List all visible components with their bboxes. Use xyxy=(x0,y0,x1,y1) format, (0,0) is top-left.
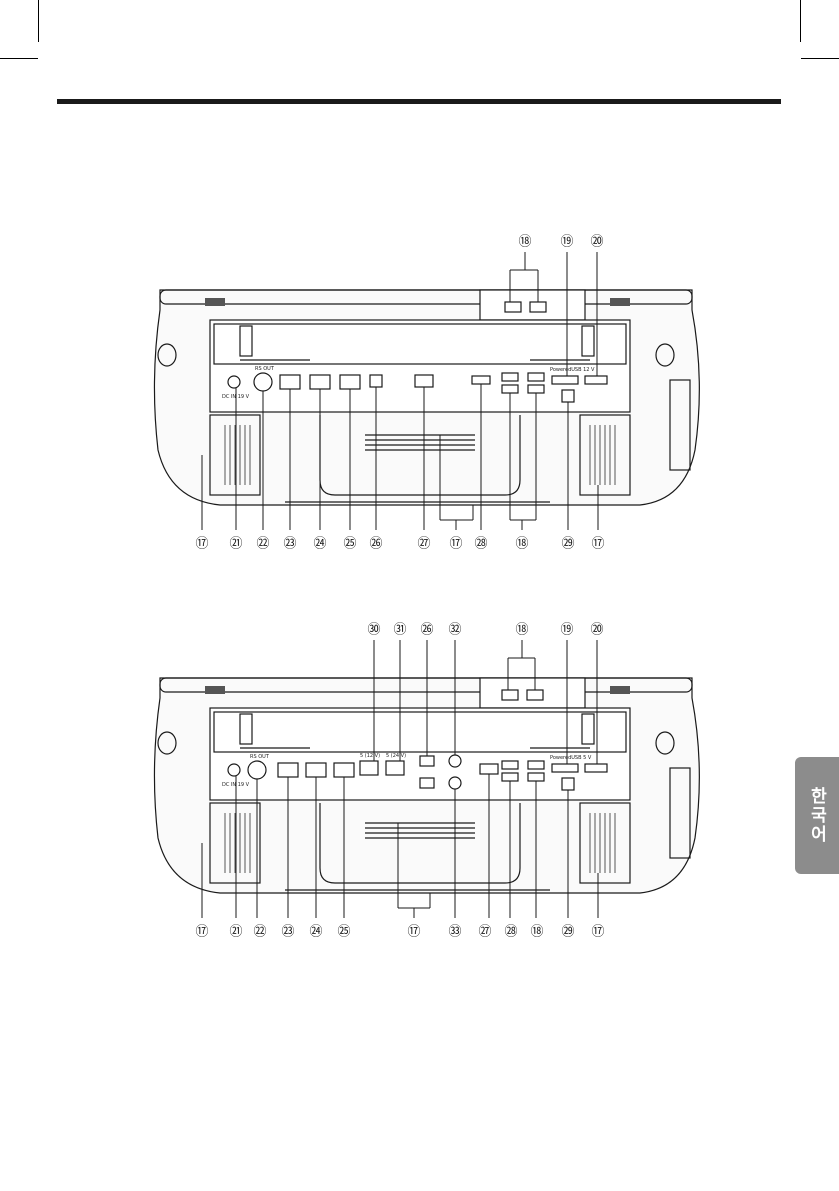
callout-31-bottom-above: ㉛ xyxy=(393,623,406,638)
callout-26-bottom-above: ㉖ xyxy=(420,623,433,638)
rs-out-label-top: RS OUT xyxy=(255,366,275,372)
callout-below-top-2: ㉒ xyxy=(256,537,269,552)
callout-below-top-10: ⑱ xyxy=(515,537,528,552)
callout-below-top-4: ㉔ xyxy=(313,537,326,552)
callout-20-top-above: ⑳ xyxy=(590,235,603,250)
device-rear-figure-top: DC IN 19 V RS OUT PoweredUSB 12 V xyxy=(130,230,730,560)
v12-label-bottom: 5 (12 V) xyxy=(360,753,380,759)
callout-below-top-1: ㉑ xyxy=(229,537,242,552)
callout-20-bottom-above: ⑳ xyxy=(590,623,603,638)
crop-mark-top-right-v xyxy=(800,0,801,42)
callout-below-top-8: ⑰ xyxy=(449,537,462,552)
callout-32-bottom-above: ㉜ xyxy=(448,623,461,638)
header-rule xyxy=(57,99,781,104)
callout-group-below-bottom: ⑰ ㉑ ㉒ ㉓ ㉔ ㉕ ⑰ ㉝ ㉗ ㉘ ⑱ ㉙ ⑰ xyxy=(195,925,604,940)
callout-group-above-bottom: ㉚ ㉛ ㉖ ㉜ ⑱ ⑲ ⑳ xyxy=(367,623,603,638)
callout-group-above-top: ⑱ ⑲ ⑳ xyxy=(518,235,603,250)
callout-18-bottom-above: ⑱ xyxy=(515,623,528,638)
crop-mark-top-left-v xyxy=(38,0,39,42)
callout-below-top-7: ㉗ xyxy=(417,537,430,552)
callout-below-bottom-12: ⑰ xyxy=(591,925,604,940)
language-tab: 한국어 xyxy=(795,757,839,874)
callout-below-bottom-11: ㉙ xyxy=(561,925,574,940)
callout-below-bottom-6: ⑰ xyxy=(407,925,420,940)
callout-below-bottom-8: ㉗ xyxy=(478,925,491,940)
rs-out-label-bottom: RS OUT xyxy=(250,754,270,760)
callout-below-bottom-3: ㉓ xyxy=(281,925,294,940)
v24-label-bottom: 5 (24 V) xyxy=(386,753,406,759)
poweredusb-label-top: PoweredUSB 12 V xyxy=(550,367,595,373)
callout-below-top-9: ㉘ xyxy=(474,537,487,552)
callout-below-top-5: ㉕ xyxy=(343,537,356,552)
callout-19-bottom-above: ⑲ xyxy=(560,623,573,638)
callout-below-bottom-10: ⑱ xyxy=(530,925,543,940)
callout-19-top-above: ⑲ xyxy=(560,235,573,250)
callout-below-top-0: ⑰ xyxy=(195,537,208,552)
callout-below-bottom-0: ⑰ xyxy=(195,925,208,940)
crop-mark-top-left-h xyxy=(0,58,38,59)
callout-below-bottom-5: ㉕ xyxy=(337,925,350,940)
callout-below-bottom-7: ㉝ xyxy=(448,925,461,940)
callout-below-top-11: ㉙ xyxy=(561,537,574,552)
crop-mark-top-right-h xyxy=(801,58,839,59)
callout-below-top-6: ㉖ xyxy=(369,537,382,552)
callout-below-top-3: ㉓ xyxy=(283,537,296,552)
callout-group-below-top: ⑰ ㉑ ㉒ ㉓ ㉔ ㉕ ㉖ ㉗ ⑰ ㉘ ⑱ ㉙ ⑰ xyxy=(195,537,604,552)
callout-30-bottom-above: ㉚ xyxy=(367,623,380,638)
callout-below-top-12: ⑰ xyxy=(591,537,604,552)
callout-below-bottom-9: ㉘ xyxy=(504,925,517,940)
device-rear-illustration-top: DC IN 19 V RS OUT PoweredUSB 12 V xyxy=(130,230,730,560)
poweredusb-label-bottom: PoweredUSB 5 V xyxy=(550,755,592,761)
callout-below-bottom-2: ㉒ xyxy=(253,925,266,940)
callout-below-bottom-1: ㉑ xyxy=(229,925,242,940)
device-rear-illustration-bottom: DC IN 19 V RS OUT PoweredUSB 5 V 5 (12 V… xyxy=(130,618,730,948)
device-rear-figure-bottom: DC IN 19 V RS OUT PoweredUSB 5 V 5 (12 V… xyxy=(130,618,730,948)
callout-18-top-above: ⑱ xyxy=(518,235,531,250)
language-tab-label: 한국어 xyxy=(805,787,830,844)
callout-below-bottom-4: ㉔ xyxy=(309,925,322,940)
